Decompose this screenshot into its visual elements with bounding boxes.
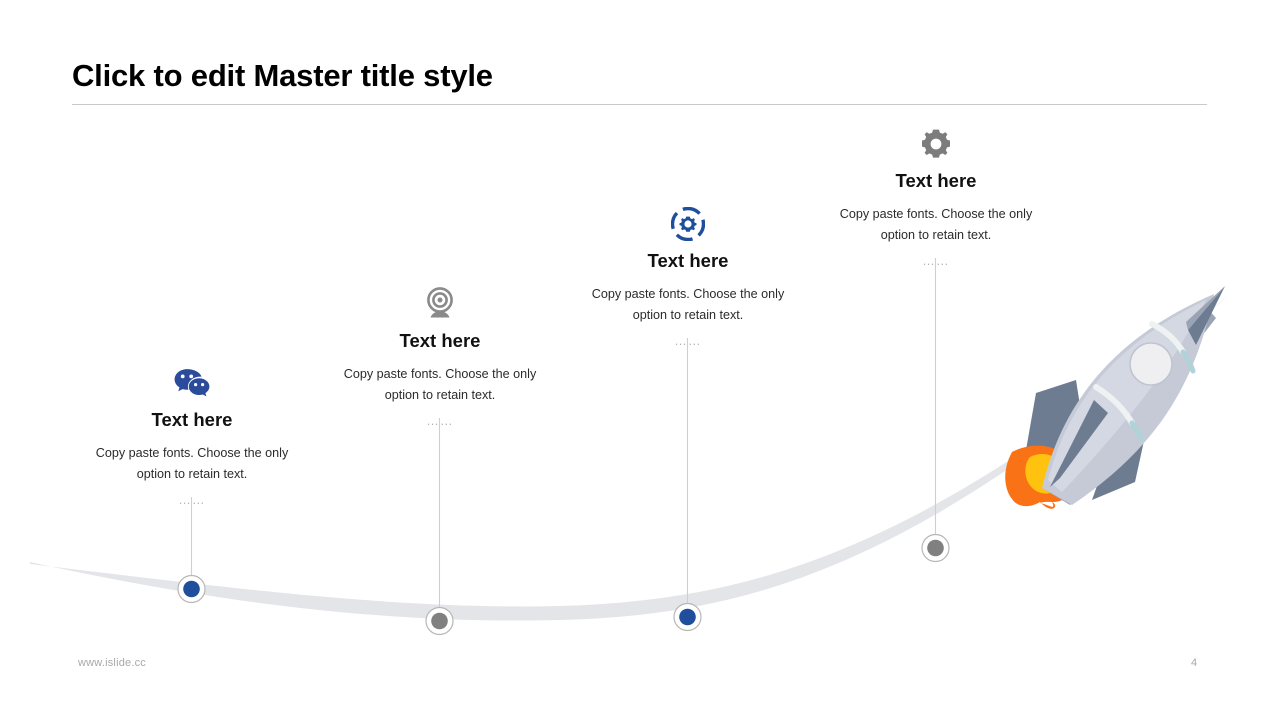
rocket-seam-teal: [1180, 349, 1196, 374]
rocket-keel: [1050, 400, 1108, 487]
page-number: 4: [1190, 657, 1198, 669]
timeline-marker-4[interactable]: [921, 533, 950, 563]
milestone-ellipsis: ……: [674, 333, 702, 348]
milestone-1[interactable]: Text here Copy paste fonts. Choose the o…: [77, 365, 307, 507]
milestone-ellipsis: ……: [426, 413, 454, 428]
milestone-4[interactable]: Text here Copy paste fonts. Choose the o…: [821, 126, 1051, 268]
milestone-ellipsis: ……: [178, 492, 206, 507]
rocket-nose-tip: [1188, 286, 1225, 345]
milestone-body-line2: only option to retain text.: [880, 207, 1033, 242]
rocket-body-highlight: [1048, 300, 1206, 492]
timeline-marker-1[interactable]: [177, 574, 206, 604]
gear-in-circle-icon: [573, 206, 803, 242]
title-divider: [72, 104, 1207, 105]
rocket-nose-tip-light: [1186, 286, 1225, 330]
milestone-3[interactable]: Text here Copy paste fonts. Choose the o…: [573, 206, 803, 348]
gear-icon: [821, 126, 1051, 162]
footer-url[interactable]: www.islide.cc: [78, 657, 147, 669]
rocket-window: [1129, 342, 1173, 386]
rocket-seam-mid: [1093, 384, 1135, 426]
milestone-body-line1: Copy paste fonts. Choose the: [839, 207, 1006, 222]
milestone-body-line1: Copy paste fonts. Choose the: [95, 446, 262, 461]
timeline-marker-2[interactable]: [425, 606, 454, 636]
milestone-body-line2: only option to retain text.: [384, 367, 537, 402]
milestone-title[interactable]: Text here: [151, 409, 233, 430]
rocket-seam-teal-2: [1129, 420, 1144, 442]
rocket-seam-upper: [1149, 321, 1186, 355]
milestone-body: Copy paste fonts. Choose the only option…: [77, 443, 307, 484]
milestone-ellipsis: ……: [922, 253, 950, 268]
milestone-body: Copy paste fonts. Choose the only option…: [573, 284, 803, 325]
page-title[interactable]: Click to edit Master title style: [72, 58, 493, 93]
rocket-illustration: [1005, 286, 1225, 509]
title-block: Click to edit Master title style: [72, 58, 1208, 94]
milestone-title[interactable]: Text here: [895, 170, 977, 191]
milestone-2[interactable]: Text here Copy paste fonts. Choose the o…: [325, 286, 555, 428]
wechat-icon: [77, 365, 307, 401]
milestone-title[interactable]: Text here: [399, 330, 481, 351]
timeline-marker-3[interactable]: [673, 602, 702, 632]
webcam-icon: [325, 286, 555, 322]
milestone-body: Copy paste fonts. Choose the only option…: [821, 204, 1051, 245]
milestone-body-line1: Copy paste fonts. Choose the: [591, 287, 758, 302]
milestone-body: Copy paste fonts. Choose the only option…: [325, 364, 555, 405]
milestone-body-line2: only option to retain text.: [632, 287, 785, 322]
milestone-body-line1: Copy paste fonts. Choose the: [343, 367, 510, 382]
milestone-title[interactable]: Text here: [647, 250, 729, 271]
milestone-body-line2: only option to retain text.: [136, 446, 289, 481]
